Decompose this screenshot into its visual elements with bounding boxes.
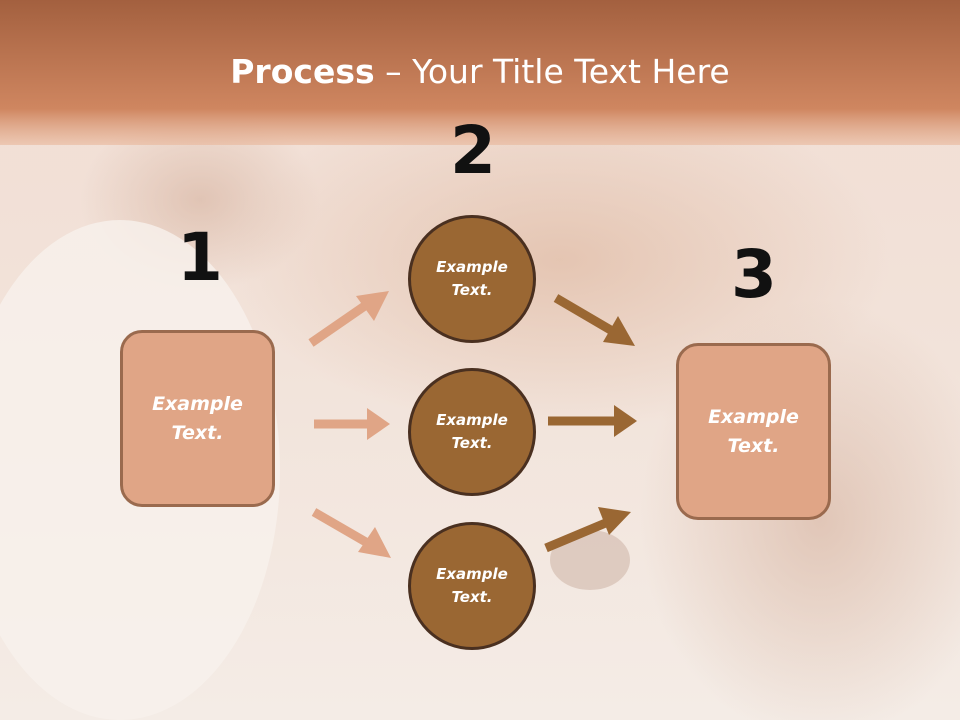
step-number-3: 3 bbox=[731, 236, 777, 313]
step-1-box: Example Text. bbox=[120, 330, 275, 507]
circle-middle: Example Text. bbox=[408, 368, 536, 496]
step-number-1: 1 bbox=[177, 219, 223, 296]
arrow-top-to-right bbox=[553, 294, 635, 346]
page-title: Process – Your Title Text Here bbox=[0, 52, 960, 91]
circle-bottom-text: Example Text. bbox=[436, 565, 508, 606]
circle-middle-text: Example Text. bbox=[436, 411, 508, 452]
title-bold: Process bbox=[230, 52, 375, 91]
circle-top-text: Example Text. bbox=[436, 258, 508, 299]
circle-top: Example Text. bbox=[408, 215, 536, 343]
step-3-text: Example Text. bbox=[708, 405, 799, 457]
step-1-text: Example Text. bbox=[152, 392, 243, 444]
arrow-left-to-top bbox=[308, 291, 389, 347]
arrow-left-to-bottom bbox=[311, 508, 391, 558]
step-3-box: Example Text. bbox=[676, 343, 831, 520]
circle-bottom: Example Text. bbox=[408, 522, 536, 650]
arrow-left-to-middle bbox=[314, 408, 390, 440]
arrow-bottom-to-right bbox=[544, 507, 631, 553]
step-number-2: 2 bbox=[450, 112, 496, 189]
title-rest: – Your Title Text Here bbox=[374, 52, 730, 91]
arrow-middle-to-right bbox=[548, 405, 637, 437]
